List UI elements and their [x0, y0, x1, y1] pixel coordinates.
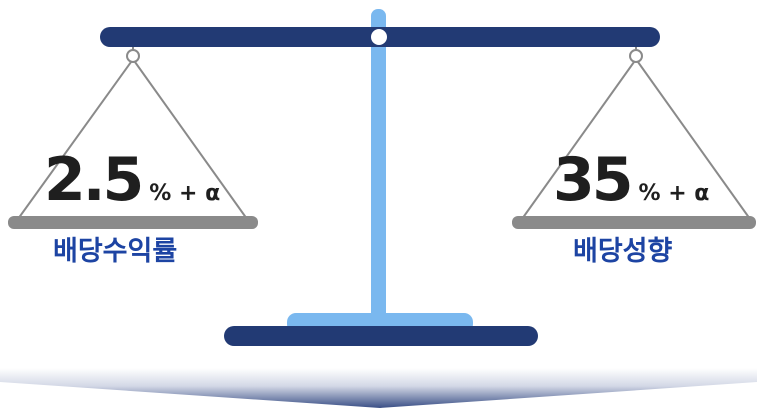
- right-hanger-ring: [629, 49, 643, 63]
- right-value: 35 % + α: [553, 150, 709, 210]
- right-string-left: [521, 61, 635, 220]
- left-string-left: [17, 61, 132, 220]
- right-string-right: [637, 61, 751, 220]
- right-pan: [512, 216, 756, 229]
- left-value: 2.5 % + α: [44, 150, 220, 210]
- down-arrow-band: [0, 368, 757, 408]
- left-number: 2.5: [44, 145, 144, 215]
- right-number: 35: [553, 145, 633, 215]
- left-pan-label: 배당수익률: [53, 236, 178, 267]
- right-pan-label: 배당성향: [573, 236, 673, 267]
- scale-pole: [371, 9, 386, 321]
- scale-base: [224, 326, 538, 346]
- pivot-circle: [371, 29, 387, 45]
- left-string-right: [134, 61, 248, 220]
- left-pan: [8, 216, 258, 229]
- left-hanger-ring: [126, 49, 140, 63]
- right-suffix: % + α: [638, 181, 710, 206]
- left-suffix: % + α: [149, 181, 221, 206]
